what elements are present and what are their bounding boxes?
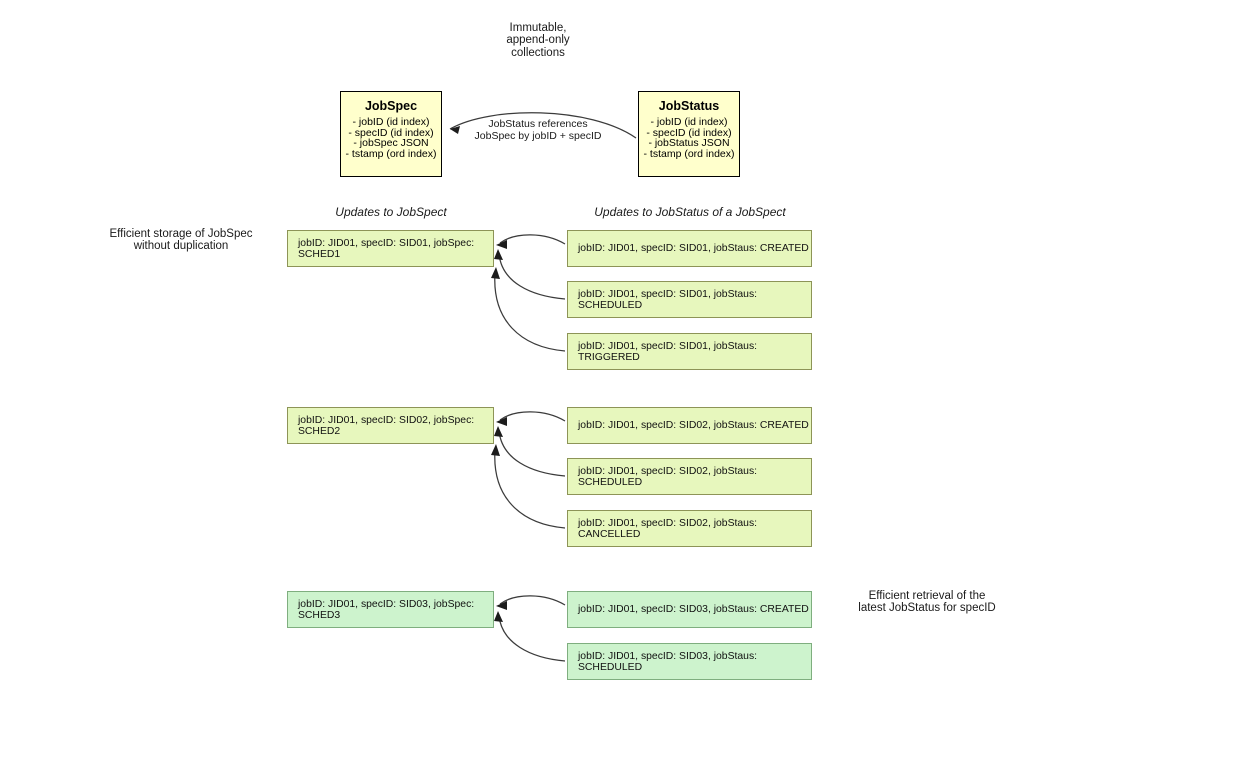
jobspec-record-row[interactable]: jobID: JID01, specID: SID03, jobSpec: SC… bbox=[287, 591, 494, 628]
entity-field: - tstamp (ord index) bbox=[643, 147, 735, 160]
note-efficient-retrieval: Efficient retrieval of the latest JobSta… bbox=[858, 590, 996, 615]
entity-jobspec-fields: - jobID (id index) - specID (id index) -… bbox=[341, 117, 441, 159]
column-header-updates-to-jobspec: Updates to JobSpect bbox=[335, 205, 447, 219]
arrow-status-to-spec bbox=[496, 595, 566, 610]
entity-field: - specID (id index) bbox=[646, 126, 732, 139]
jobstatus-record-row[interactable]: jobID: JID01, specID: SID01, jobStaus: T… bbox=[567, 333, 812, 370]
entity-field: - tstamp (ord index) bbox=[345, 147, 437, 160]
jobstatus-record-row[interactable]: jobID: JID01, specID: SID02, jobStaus: S… bbox=[567, 458, 812, 495]
entity-jobspec-title: JobSpec bbox=[364, 99, 418, 113]
entity-jobstatus-title: JobStatus bbox=[658, 99, 720, 113]
jobstatus-record-row[interactable]: jobID: JID01, specID: SID01, jobStaus: S… bbox=[567, 281, 812, 318]
entity-field: - jobID (id index) bbox=[352, 116, 430, 128]
jobspec-record-row[interactable]: jobID: JID01, specID: SID01, jobSpec: SC… bbox=[287, 230, 494, 267]
jobstatus-record-row[interactable]: jobID: JID01, specID: SID02, jobStaus: C… bbox=[567, 510, 812, 547]
jobspec-record-row[interactable]: jobID: JID01, specID: SID02, jobSpec: SC… bbox=[287, 407, 494, 444]
arrow-status-to-spec bbox=[494, 249, 566, 300]
column-header-updates-to-jobstatus: Updates to JobStatus of a JobSpect bbox=[594, 205, 786, 219]
entity-jobstatus-fields: - jobID (id index) - specID (id index) -… bbox=[639, 117, 739, 159]
entity-field: - jobID (id index) bbox=[650, 116, 728, 128]
arrow-status-to-spec bbox=[491, 444, 566, 529]
jobstatus-record-row[interactable]: jobID: JID01, specID: SID03, jobStaus: S… bbox=[567, 643, 812, 680]
arrow-status-to-spec bbox=[494, 426, 566, 477]
arrow-status-to-spec bbox=[491, 267, 566, 352]
arrow-status-to-spec bbox=[496, 234, 566, 249]
entity-jobspec[interactable]: JobSpec - jobID (id index) - specID (id … bbox=[340, 91, 442, 177]
note-immutable-collections: Immutable, append-only collections bbox=[506, 22, 570, 59]
jobstatus-record-row[interactable]: jobID: JID01, specID: SID03, jobStaus: C… bbox=[567, 591, 812, 628]
entity-jobstatus[interactable]: JobStatus - jobID (id index) - specID (i… bbox=[638, 91, 740, 177]
entity-field: - jobSpec JSON bbox=[353, 137, 429, 150]
edge-label-jobstatus-references-jobspec: JobStatus references JobSpec by jobID + … bbox=[474, 118, 602, 142]
entity-field: - jobStatus JSON bbox=[648, 137, 730, 150]
entity-field: - specID (id index) bbox=[348, 126, 434, 139]
arrow-status-to-spec bbox=[496, 411, 566, 426]
jobstatus-record-row[interactable]: jobID: JID01, specID: SID01, jobStaus: C… bbox=[567, 230, 812, 267]
arrow-status-to-spec bbox=[494, 611, 566, 662]
note-efficient-storage: Efficient storage of JobSpec without dup… bbox=[109, 228, 253, 253]
jobstatus-record-row[interactable]: jobID: JID01, specID: SID02, jobStaus: C… bbox=[567, 407, 812, 444]
